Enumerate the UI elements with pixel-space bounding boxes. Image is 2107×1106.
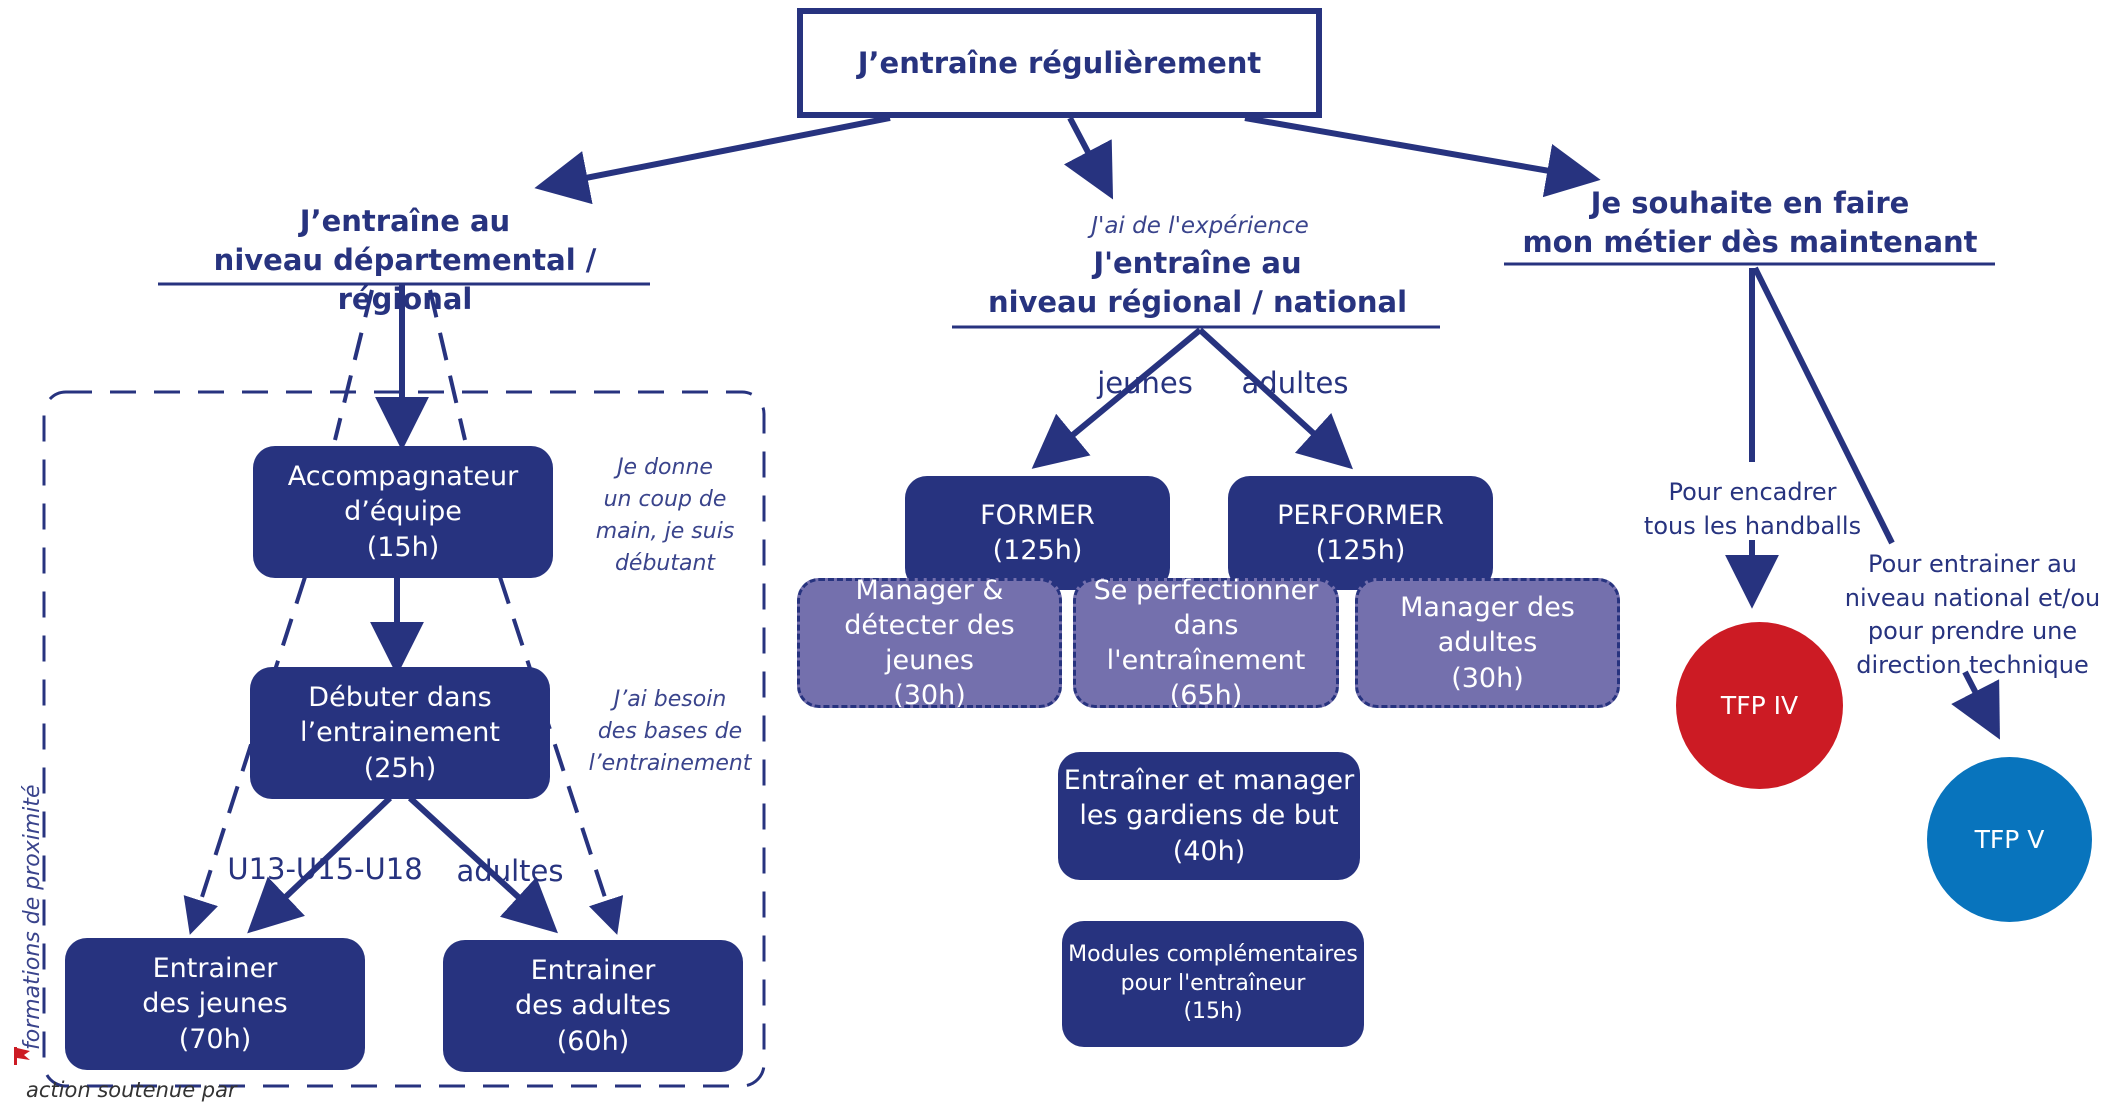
note-debutant-line1: Je donne: [617, 455, 713, 480]
box-performer-line2: (125h): [1315, 535, 1406, 566]
box-modules-line2: pour l'entraîneur: [1120, 970, 1306, 996]
note-experience: J'ai de l'expérience: [1091, 213, 1309, 239]
dashed-to-adultes: [498, 576, 624, 935]
top-box-label: J’entraîne régulièrement: [857, 46, 1262, 80]
label-adultes-middle: adultes: [1241, 366, 1349, 400]
box-manager-adultes-line2: adultes: [1437, 627, 1538, 659]
right-heading-line1: Je souhaite en faire: [1590, 186, 1910, 220]
side-label-proximite: formations de proximité: [20, 784, 45, 1050]
box-gardiens-line2: les gardiens de but: [1079, 800, 1339, 832]
box-entrainer-adultes: Entrainer des adultes (60h): [443, 940, 743, 1072]
flag-icon: [14, 1047, 30, 1065]
box-manager-adultes: Manager des adultes (30h): [1355, 578, 1620, 708]
box-accompagnateur: Accompagnateur d’équipe (15h): [253, 446, 553, 578]
label-tfp5-line1: Pour entrainer au: [1867, 550, 2078, 578]
note-bases-line3: l’entrainement: [588, 750, 752, 776]
right-heading-line2: mon métier dès maintenant: [1522, 225, 1978, 260]
box-perfectionner-line1: Se perfectionner: [1093, 574, 1319, 606]
arrow-debuter-to-jeunes: [247, 795, 393, 934]
circle-tfp4-label: TFP IV: [1720, 691, 1799, 720]
box-perfectionner-line3: (65h): [1169, 680, 1243, 712]
box-entrainer-jeunes: Entrainer des jeunes (70h): [65, 938, 365, 1070]
box-performer: PERFORMER (125h): [1228, 476, 1493, 590]
circle-tfp5-label: TFP V: [1974, 825, 2045, 854]
box-manager-jeunes-line1: Manager &: [855, 574, 1004, 606]
arrow-top-to-right: [1244, 115, 1601, 198]
arrow-to-tfp5-top: [1752, 266, 1895, 545]
label-adultes-left: adultes: [456, 854, 564, 888]
label-u13-u18: U13-U15-U18: [227, 852, 423, 886]
arrow-debuter-to-adultes: [407, 795, 558, 934]
arrow-top-to-left: [534, 115, 891, 205]
box-entrainer-adultes-line2: des adultes: [515, 990, 671, 1022]
box-gardiens-line1: Entraîner et manager: [1063, 765, 1355, 797]
arrow-top-to-middle: [1063, 116, 1114, 200]
box-modules-line3: (15h): [1183, 999, 1243, 1025]
label-tfp5-line4: direction technique: [1856, 650, 2089, 679]
box-former-line1: FORMER: [980, 499, 1095, 531]
box-gardiens: Entraîner et manager les gardiens de but…: [1058, 752, 1360, 880]
top-box: J’entraîne régulièrement: [797, 8, 1322, 118]
arrow-to-tfp5-bottom: [1951, 670, 2000, 740]
box-entrainer-adultes-line3: (60h): [556, 1025, 630, 1057]
label-tfp4: Pour encadrer tous les handballs: [1620, 476, 1885, 543]
box-gardiens-line3: (40h): [1172, 835, 1246, 867]
box-manager-jeunes: Manager & détecter des jeunes (30h): [797, 575, 1062, 711]
formations-frame: [42, 390, 766, 1088]
box-manager-adultes-line3: (30h): [1451, 662, 1524, 694]
label-tfp5: Pour entrainer au niveau national et/ou …: [1840, 548, 2105, 682]
box-manager-jeunes-line3: (30h): [893, 680, 966, 712]
arrow-to-former: [1031, 327, 1202, 469]
middle-heading: J'entraîne au niveau régional / national: [955, 244, 1440, 322]
box-debuter-line1: Débuter dans: [308, 682, 492, 714]
box-entrainer-jeunes-line2: des jeunes: [142, 988, 288, 1020]
box-entrainer-adultes-line1: Entrainer: [530, 955, 656, 987]
box-accompagnateur-line1: Accompagnateur: [287, 461, 519, 493]
circle-tfp5: TFP V: [1927, 757, 2092, 922]
box-debuter: Débuter dans l’entrainement (25h): [250, 667, 550, 799]
left-heading-line2: niveau départemental / régional: [213, 243, 597, 317]
middle-heading-line2: niveau régional / national: [987, 285, 1408, 320]
label-jeunes-middle: jeunes: [1097, 366, 1193, 400]
note-debutant-line4: débutant: [614, 550, 716, 576]
box-former: FORMER (125h): [905, 476, 1170, 590]
box-modules-line1: Modules complémentaires: [1068, 942, 1358, 968]
note-debutant-line3: main, je suis: [595, 518, 735, 544]
box-entrainer-jeunes-line3: (70h): [178, 1023, 252, 1055]
right-heading: Je souhaite en faire mon métier dès main…: [1510, 184, 1990, 262]
label-tfp5-line3: pour prendre une: [1867, 617, 2078, 646]
box-manager-jeunes-line2: détecter des jeunes: [844, 609, 1015, 676]
footer-soutenue: action soutenue par: [26, 1078, 237, 1102]
box-debuter-line2: l’entrainement: [300, 717, 500, 749]
dashed-left-a: [333, 289, 374, 441]
dashed-left-b: [428, 289, 467, 441]
label-tfp5-line2: niveau national et/ou: [1844, 583, 2101, 612]
box-perfectionner: Se perfectionner dans l'entraînement (65…: [1073, 575, 1339, 711]
dashed-to-jeunes: [183, 576, 307, 935]
box-entrainer-jeunes-line1: Entrainer: [152, 953, 278, 985]
circle-tfp4: TFP IV: [1676, 622, 1843, 789]
box-performer-line1: PERFORMER: [1277, 499, 1444, 531]
note-debutant-line2: un coup de: [603, 486, 727, 512]
middle-heading-line1: J'entraîne au: [1093, 246, 1302, 280]
label-tfp4-line1: Pour encadrer: [1668, 478, 1837, 506]
note-bases-line2: des bases de: [597, 718, 743, 744]
left-heading-line1: J’entraîne au: [299, 204, 511, 238]
note-debutant: Je donne un coup de main, je suis débuta…: [585, 452, 745, 580]
box-modules: Modules complémentaires pour l'entraîneu…: [1062, 921, 1364, 1047]
label-tfp4-line2: tous les handballs: [1643, 511, 1862, 540]
note-bases-line1: J’ai besoin: [613, 687, 727, 712]
box-former-line2: (125h): [992, 535, 1083, 566]
box-debuter-line3: (25h): [363, 752, 437, 784]
box-accompagnateur-line3: (15h): [366, 531, 440, 563]
box-manager-adultes-line1: Manager des: [1400, 592, 1575, 624]
note-bases: J’ai besoin des bases de l’entrainement: [580, 684, 760, 780]
arrow-to-performer: [1197, 327, 1353, 470]
left-heading: J’entraîne au niveau départemental / rég…: [150, 202, 660, 319]
box-perfectionner-line2: dans l'entraînement: [1106, 609, 1306, 676]
box-accompagnateur-line2: d’équipe: [344, 496, 462, 528]
